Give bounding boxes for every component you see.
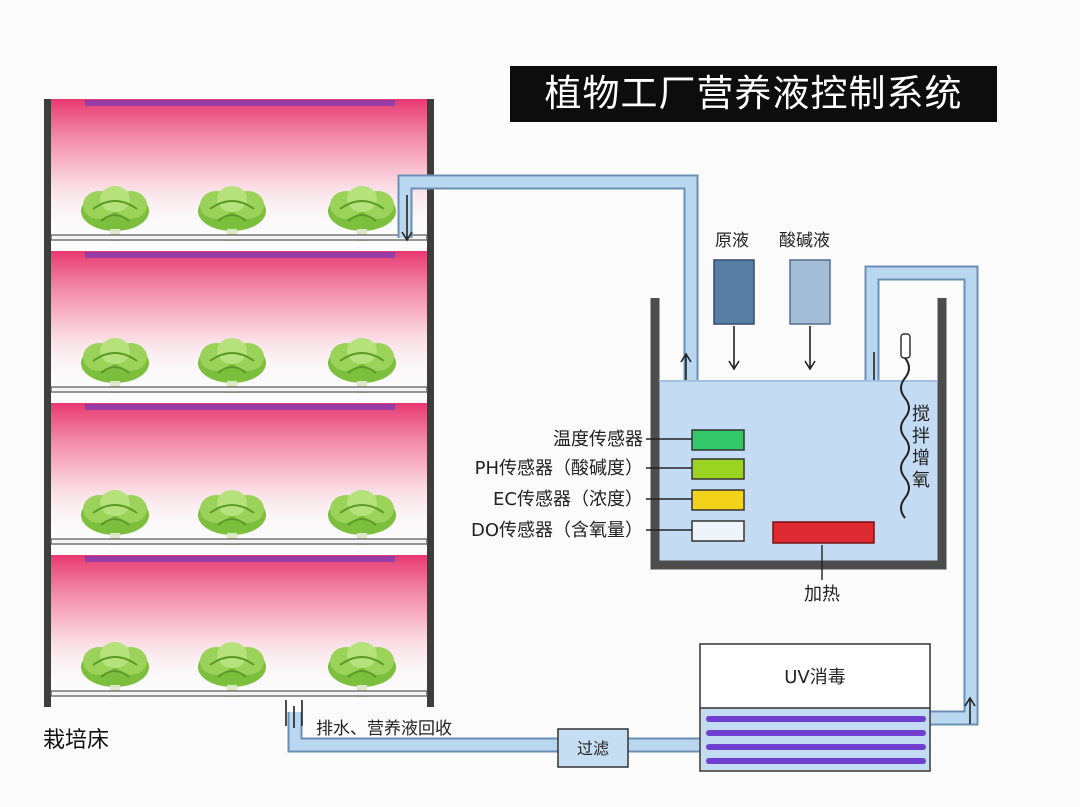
raw-solution-arrow	[728, 326, 740, 371]
acid-base-bottle	[789, 259, 831, 325]
lettuce-plant	[328, 186, 396, 241]
sensor-group: 温度传感器 PH传感器（酸碱度） EC传感器（浓度） DO传感器（含氧量）	[471, 429, 745, 542]
raw-solution-bottle	[713, 259, 755, 325]
bed-post-left	[44, 99, 51, 707]
filter-box	[557, 728, 629, 768]
arrow-into-bed	[401, 195, 413, 242]
drain-arrows	[285, 700, 303, 728]
acid-base-label: 酸碱液	[779, 231, 830, 251]
sensor-probe	[691, 458, 745, 480]
lettuce-plant	[198, 642, 266, 697]
sensor-label: 温度传感器	[553, 429, 643, 450]
stirrer-motor	[900, 333, 911, 359]
heating-label: 加热	[804, 584, 840, 605]
tier-shelf	[50, 386, 428, 393]
grow-light-strip	[85, 404, 395, 410]
sensor-probe	[691, 489, 745, 511]
tier	[50, 403, 428, 545]
tier-shelf	[50, 690, 428, 697]
stir-oxygen-label: 搅拌增氧	[912, 404, 930, 491]
arrow-up-riser	[964, 696, 976, 724]
grow-light-strip	[85, 100, 395, 106]
raw-solution-label: 原液	[715, 231, 749, 251]
stirrer-shaft	[900, 357, 910, 519]
sensor-probe	[691, 520, 745, 542]
uv-tube	[706, 716, 926, 722]
dosing-bottles	[713, 259, 831, 371]
cultivation-bed	[44, 99, 434, 707]
bed-post-right	[427, 99, 434, 707]
lettuce-plant	[198, 338, 266, 393]
sensor-label: EC传感器（浓度）	[493, 489, 643, 510]
grow-light-strip	[85, 252, 395, 258]
tier	[50, 99, 428, 241]
page-title: 植物工厂营养液控制系统	[510, 66, 997, 122]
filter-label: 过滤	[577, 739, 609, 758]
sensor-probe	[691, 429, 745, 451]
tier	[50, 251, 428, 393]
grow-light-strip	[85, 556, 395, 562]
lettuce-plant	[328, 338, 396, 393]
uv-tube	[706, 744, 926, 750]
heater	[772, 521, 875, 544]
uv-unit	[699, 643, 931, 772]
tier	[50, 555, 428, 697]
uv-label: UV消毒	[784, 667, 846, 688]
sensor-label: DO传感器（含氧量）	[471, 520, 643, 541]
lettuce-plant	[198, 490, 266, 545]
tank-wall	[650, 298, 947, 570]
stirrer	[900, 333, 911, 519]
drain-label: 排水、营养液回收	[316, 719, 452, 739]
tier-shelf	[50, 538, 428, 545]
supply-pipe	[397, 174, 699, 385]
tier-shelf	[50, 234, 428, 241]
uv-tube	[706, 730, 926, 736]
uv-tube	[706, 758, 926, 764]
bed-label: 栽培床	[43, 728, 109, 753]
acid-base-arrow	[804, 326, 816, 371]
sensor-label: PH传感器（酸碱度）	[475, 458, 643, 479]
